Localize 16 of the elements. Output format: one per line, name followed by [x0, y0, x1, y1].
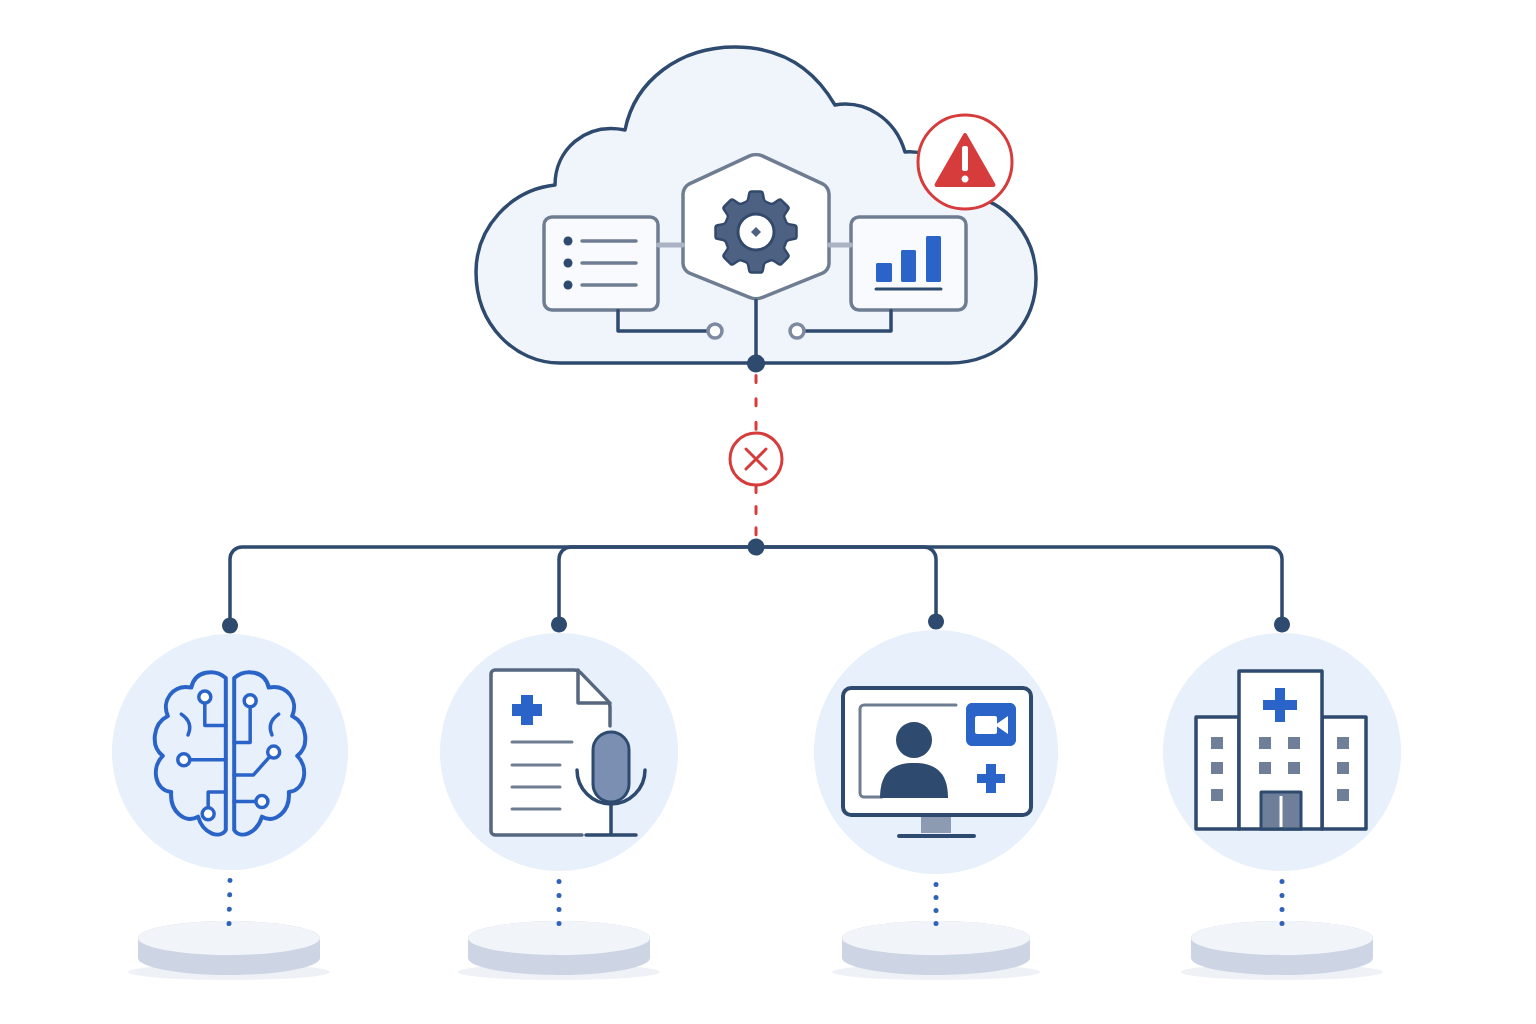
platform-disc [458, 921, 660, 980]
connector-line [551, 545, 749, 633]
dotted-line [1279, 878, 1285, 928]
platform-disc [1181, 921, 1383, 980]
connector-line [763, 545, 1290, 633]
connector-line [788, 308, 893, 340]
platform-disc [832, 921, 1040, 980]
connector-line [655, 242, 686, 248]
connector-line [826, 242, 854, 248]
dotted-line [556, 878, 562, 928]
junction-dot [747, 538, 765, 556]
dotted-line [933, 881, 939, 928]
connector-line [747, 298, 765, 373]
connector-line [616, 308, 724, 340]
dotted-line [226, 877, 233, 928]
platform-disc [128, 921, 330, 980]
